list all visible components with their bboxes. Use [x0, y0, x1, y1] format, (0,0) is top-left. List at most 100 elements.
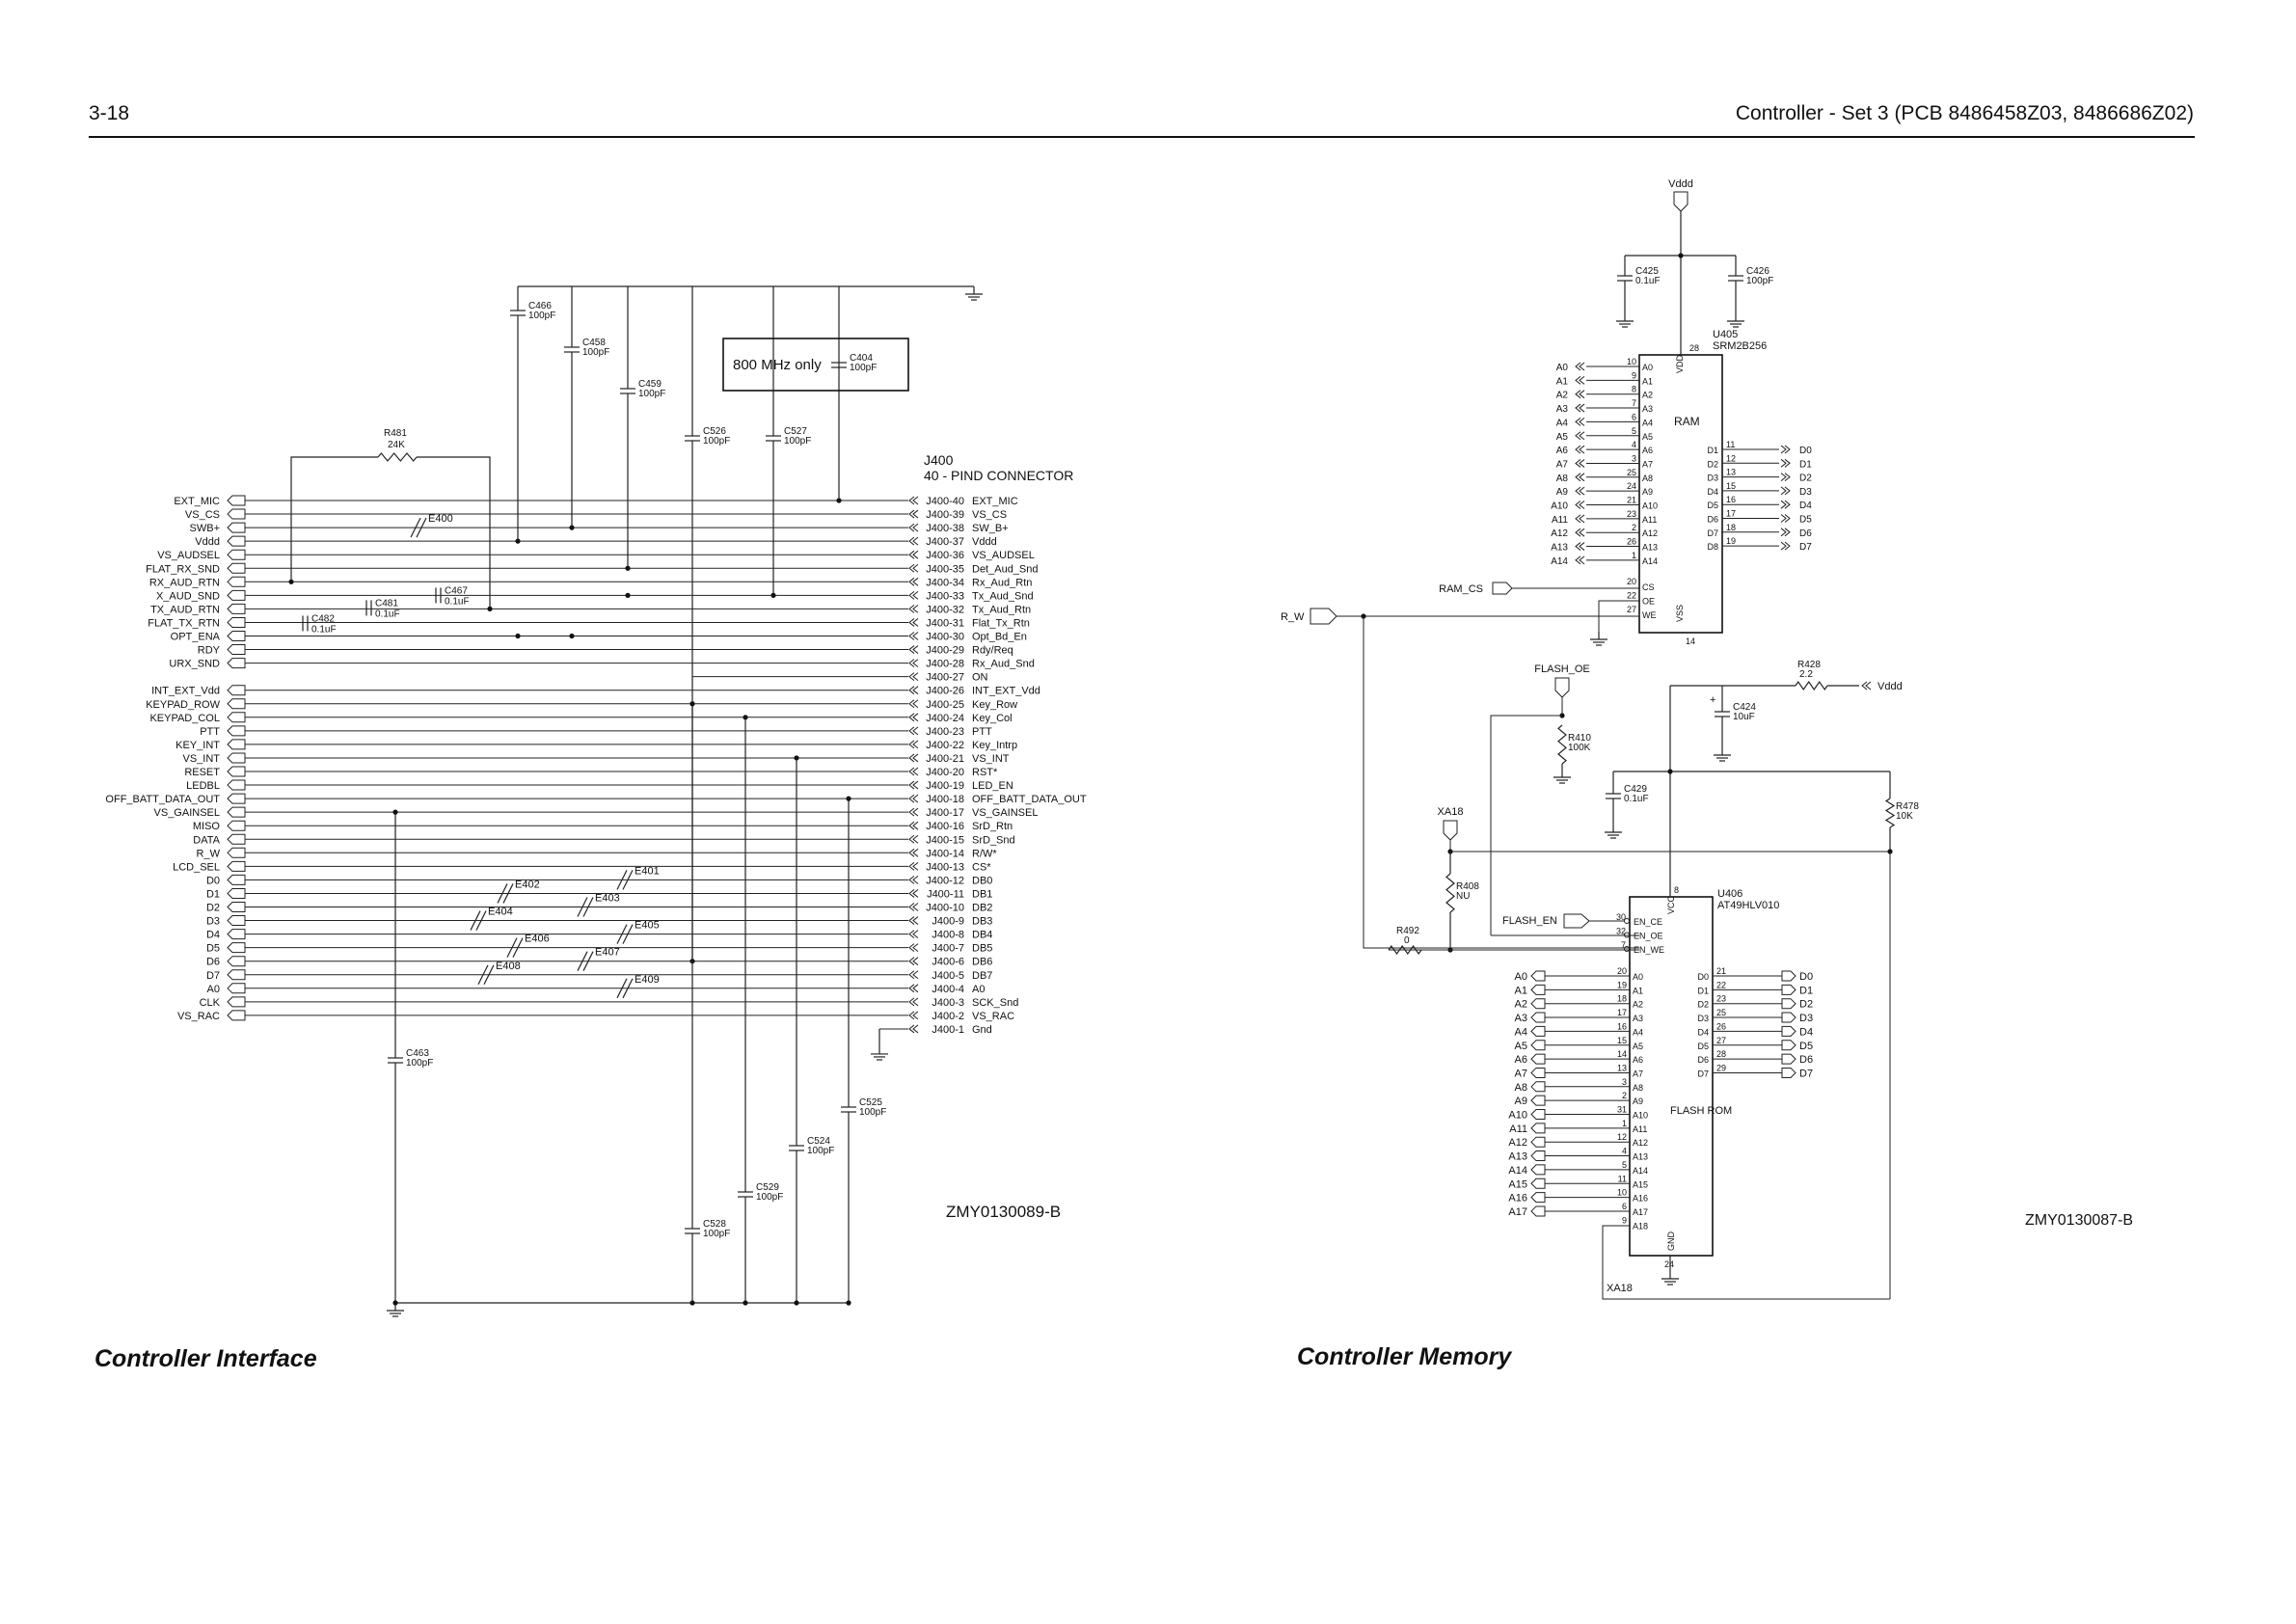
- chevron: [908, 970, 915, 980]
- port-symbol: [1530, 1095, 1546, 1106]
- pin-number: 16: [1617, 1021, 1627, 1031]
- net-label: RDY: [198, 645, 221, 657]
- jumper-e404: E404: [470, 907, 513, 931]
- pin-label: D0: [1697, 972, 1709, 982]
- port-symbol: [1530, 1081, 1546, 1093]
- chevron: [908, 645, 915, 654]
- net-label: D3: [1799, 487, 1812, 498]
- pin-arrow: [908, 970, 919, 980]
- connector-pin: J400-39: [926, 509, 964, 521]
- capacitor-value: 100pF: [807, 1146, 834, 1156]
- chevron: [1784, 458, 1791, 468]
- pin-label: A9: [1633, 1096, 1643, 1106]
- capacitor-ref: C458: [582, 338, 606, 348]
- net-label: A8: [1515, 1082, 1527, 1094]
- chevron: [912, 943, 919, 953]
- net-label: RX_AUD_RTN: [149, 577, 220, 588]
- pin-number: 27: [1716, 1036, 1726, 1045]
- chevron: [908, 943, 915, 953]
- port-symbol: [1310, 608, 1337, 625]
- chevron: [912, 848, 919, 857]
- connector-pin: J400-12: [926, 875, 964, 886]
- chevron: [912, 523, 919, 532]
- chevron: [1579, 418, 1585, 426]
- chevron: [1784, 473, 1791, 481]
- resistor-value: 10K: [1896, 811, 1913, 822]
- pin-label: EN_WE: [1634, 945, 1664, 955]
- pin-arrow: [908, 876, 919, 884]
- port-symbol: [1781, 1040, 1796, 1051]
- pin-label: D5: [1697, 1042, 1709, 1051]
- net-label: A13: [1551, 543, 1568, 554]
- jumper-slash: [502, 883, 514, 904]
- pin-number: 14: [1617, 1049, 1627, 1059]
- pin-label: D1: [1707, 446, 1718, 455]
- jumper-slash: [512, 937, 524, 958]
- jumper-label: E403: [595, 893, 620, 905]
- resistor-ref: R408: [1456, 881, 1479, 892]
- ground-symbol: [1590, 632, 1607, 646]
- pin-number: 13: [1726, 468, 1736, 477]
- chevron: [1865, 681, 1872, 690]
- offpage-arrow: [1575, 542, 1585, 551]
- chip-name: RAM: [1674, 415, 1700, 428]
- pin-arrow: [908, 536, 919, 546]
- pin-function: Opt_Bd_En: [972, 632, 1027, 643]
- chevron: [1579, 459, 1585, 468]
- pin-label: A14: [1633, 1166, 1648, 1176]
- port-symbol: [227, 779, 246, 791]
- port-symbol: [1781, 1012, 1796, 1023]
- net-label: R_W: [1281, 611, 1305, 623]
- connector-pin: J400-28: [926, 659, 964, 670]
- port-symbol: [227, 603, 246, 614]
- resistor-ref: R481: [384, 428, 407, 439]
- capacitor-value: 100pF: [850, 363, 877, 373]
- chevron: [912, 930, 919, 938]
- jumper-e401: E401: [616, 865, 660, 890]
- chevron: [908, 753, 915, 763]
- connector-pin: J400-27: [926, 672, 964, 684]
- pin-label: D7: [1707, 528, 1718, 538]
- net-label: D2: [206, 903, 220, 914]
- net-label: A3: [1515, 1013, 1527, 1024]
- capacitor-ref: C528: [703, 1219, 726, 1230]
- pin-number: 15: [1726, 481, 1736, 491]
- connector-pin: J400-8: [932, 930, 964, 941]
- chevron: [1784, 486, 1791, 496]
- net-label: D6: [206, 957, 220, 968]
- chevron: [908, 550, 915, 559]
- chevron: [1579, 390, 1585, 399]
- pin-label: A13: [1633, 1152, 1648, 1162]
- signal-wire: [1602, 1225, 1890, 1300]
- resistor-value: 2.2: [1799, 669, 1813, 680]
- pin-arrow: [908, 1024, 919, 1034]
- chevron: [1780, 486, 1787, 496]
- pin-number: 10: [1627, 357, 1636, 366]
- junction-dot: [515, 633, 521, 639]
- net-label: PTT: [200, 726, 220, 738]
- pin-function: EXT_MIC: [972, 496, 1018, 507]
- option-box: [722, 338, 909, 392]
- resistor-ref: R410: [1568, 733, 1591, 744]
- pin-label: A12: [1642, 528, 1658, 538]
- port-symbol: [1781, 970, 1796, 982]
- capacitor-ref: C404: [850, 353, 873, 364]
- option-box-label: 800 MHz only: [733, 357, 822, 373]
- pin-number: 8: [1632, 385, 1636, 394]
- chevron: [912, 496, 919, 505]
- chevron: [912, 984, 919, 993]
- chevron: [1784, 528, 1791, 537]
- pin-arrow: [908, 618, 919, 627]
- net-label: D1: [1799, 985, 1813, 996]
- offpage-arrow: [1575, 473, 1585, 482]
- net-label: A1: [1515, 985, 1527, 996]
- port-symbol: [227, 752, 246, 764]
- net-label: D0: [1799, 446, 1812, 456]
- pin-arrow: [908, 563, 919, 573]
- port-symbol: [227, 644, 246, 656]
- pin-arrow: [908, 930, 919, 938]
- chevron: [908, 618, 915, 627]
